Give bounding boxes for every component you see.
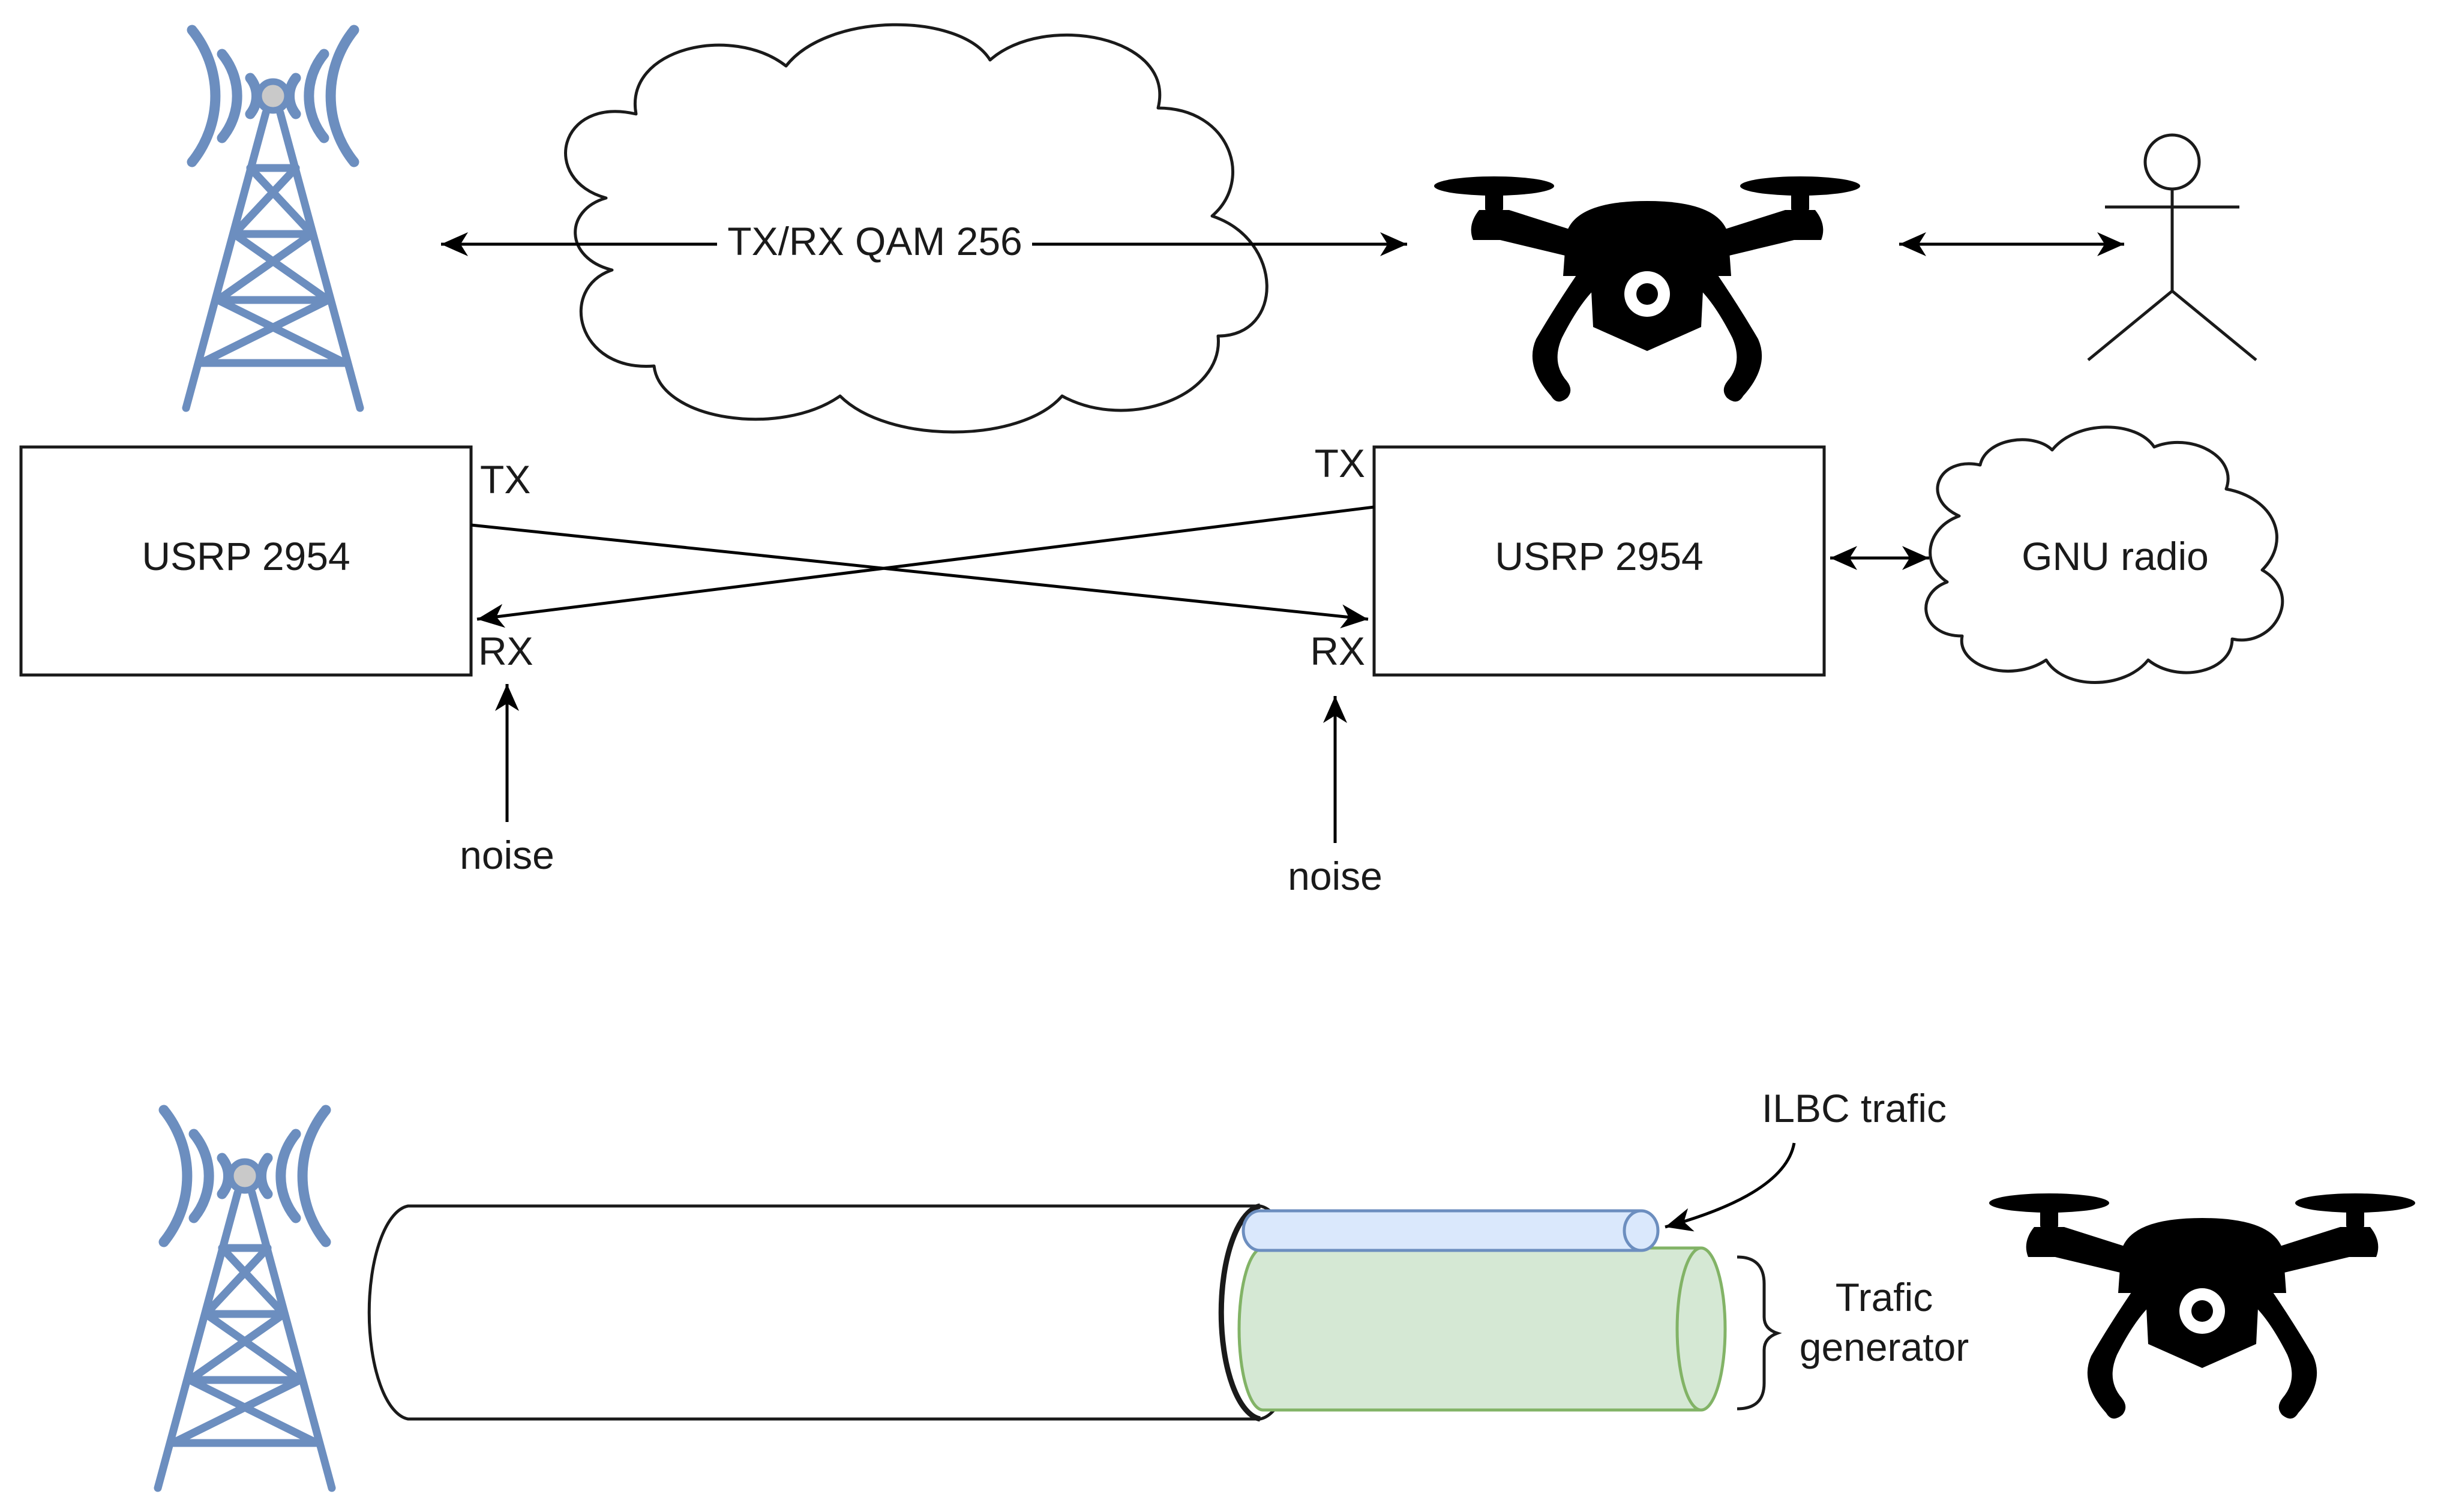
link-right-tx-to-left-rx (476, 505, 1375, 628)
gnu-radio-cloud-icon (1924, 425, 2284, 684)
drone-icon (1989, 1193, 2415, 1419)
drone-icon (1434, 176, 1860, 402)
noise-right-label: noise (1288, 854, 1383, 898)
tower-icon (186, 30, 360, 408)
gnu-radio-label: GNU radio (2022, 534, 2209, 578)
usrp-right-rx-label: RX (1310, 629, 1365, 673)
usrp-left-label: USRP 2954 (142, 534, 350, 578)
channel-cylinder (367, 1203, 1301, 1422)
generator-brace (1737, 1255, 1782, 1411)
usrp-right-label: USRP 2954 (1495, 534, 1703, 578)
usrp-left-tx-label: TX (480, 457, 530, 502)
noise-left-label: noise (460, 833, 554, 877)
ilbc-traffic-cylinder (1242, 1209, 1660, 1252)
usrp-right-tx-label: TX (1315, 441, 1365, 485)
cloud-label: TX/RX QAM 256 (727, 219, 1022, 263)
generator-label-line1: Trafic (1836, 1275, 1933, 1319)
ilbc-label: ILBC trafic (1762, 1086, 1947, 1130)
ilbc-pointer-arrow (1665, 1142, 1796, 1232)
usrp-left-rx-label: RX (478, 629, 533, 673)
person-icon (2087, 133, 2257, 361)
traffic-generator-cylinder (1237, 1246, 1727, 1412)
usrp-left-box (19, 445, 473, 677)
generator-label-line2: generator (1800, 1325, 1969, 1369)
tower-icon (158, 1110, 332, 1488)
usrp-right-box (1372, 445, 1826, 677)
cloud-label-bg (717, 216, 1032, 264)
link-left-tx-to-right-rx (470, 523, 1369, 629)
